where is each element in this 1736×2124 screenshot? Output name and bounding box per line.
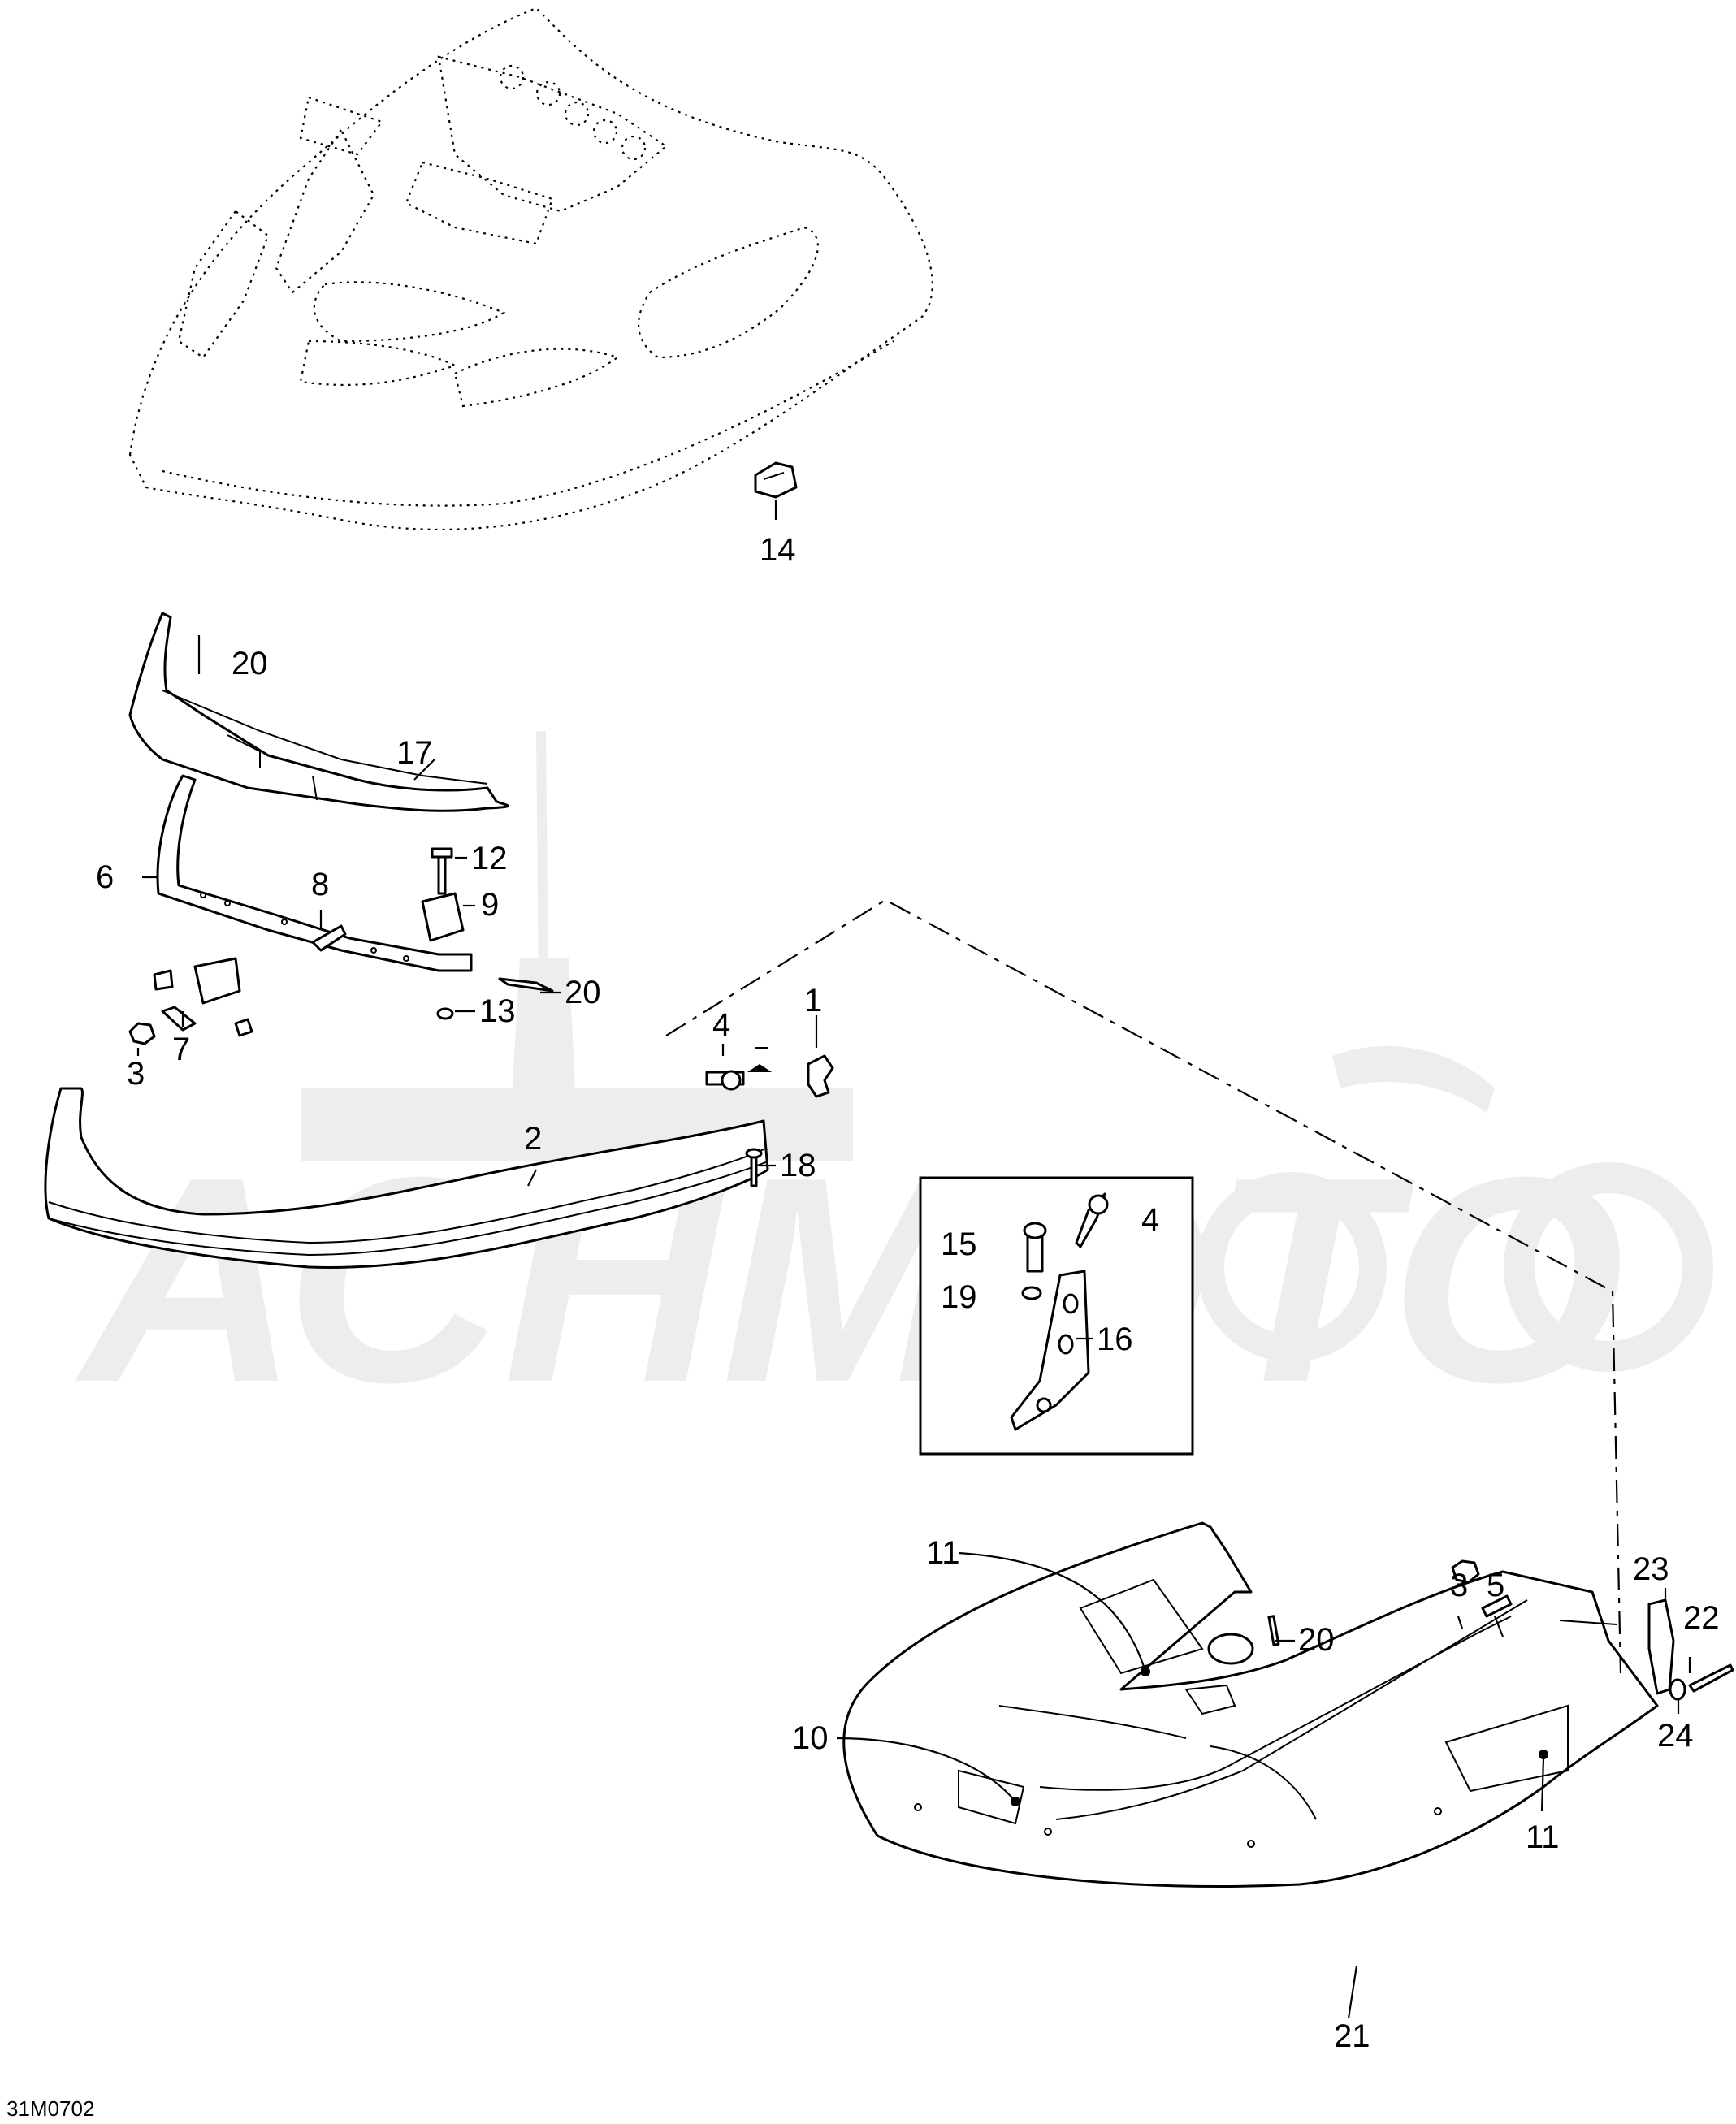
nut-3 — [128, 1022, 156, 1045]
callout-23: 23 — [1633, 1551, 1669, 1587]
front-bumper — [44, 1087, 769, 1269]
callout-11-upper: 11 — [926, 1535, 960, 1571]
assembly-lines — [665, 898, 1622, 1674]
callout-17: 17 — [396, 735, 433, 771]
callout-2: 2 — [524, 1121, 542, 1157]
callout-4-inset: 4 — [1141, 1202, 1159, 1238]
leader-lines — [136, 759, 1691, 2019]
callout-20-pan: 20 — [1298, 1622, 1335, 1658]
corner-bracket — [153, 957, 253, 1037]
callout-6: 6 — [96, 859, 114, 895]
callout-19: 19 — [941, 1279, 977, 1315]
belly-pan — [842, 1521, 1659, 1888]
callout-5: 5 — [1487, 1568, 1504, 1603]
bracket-hardware — [311, 847, 554, 1020]
front-bracket — [156, 774, 473, 972]
callout-12: 12 — [471, 841, 508, 876]
hood-clip — [754, 461, 798, 499]
callout-21: 21 — [1334, 2018, 1370, 2054]
callout-11-lower: 11 — [1526, 1819, 1560, 1855]
callout-18: 18 — [780, 1148, 816, 1183]
rear-rail — [1267, 1559, 1513, 1646]
callout-14: 14 — [760, 532, 796, 568]
rear-bracket — [1647, 1598, 1734, 1701]
callout-4-bumper: 4 — [712, 1007, 730, 1043]
detail-inset — [919, 1176, 1194, 1456]
watermark-text: АСНМОТО — [71, 1117, 1625, 1443]
callout-20-bracket: 20 — [565, 975, 601, 1010]
callout-24: 24 — [1657, 1718, 1694, 1754]
callout-13: 13 — [479, 993, 516, 1029]
callout-3-upper: 3 — [127, 1056, 145, 1092]
callout-20-top: 20 — [232, 646, 268, 681]
hood-outline — [128, 6, 933, 531]
callout-8: 8 — [311, 867, 329, 902]
callout-16: 16 — [1097, 1322, 1133, 1357]
callout-7: 7 — [172, 1032, 190, 1067]
callout-22: 22 — [1683, 1600, 1720, 1636]
figure-code: 31M0702 — [6, 2096, 94, 2121]
callout-15: 15 — [941, 1226, 977, 1262]
bumper-hardware — [705, 1047, 834, 1187]
upper-support-panel — [128, 612, 509, 812]
callout-10: 10 — [792, 1720, 829, 1756]
callout-3-lower: 3 — [1450, 1568, 1468, 1603]
callout-9: 9 — [481, 887, 499, 923]
callout-1: 1 — [804, 983, 822, 1019]
callout-labels: 1 2 3 3 4 4 5 6 7 8 9 10 11 11 12 13 14 … — [96, 532, 1720, 2054]
watermark: АСНМОТО — [71, 731, 1713, 1443]
